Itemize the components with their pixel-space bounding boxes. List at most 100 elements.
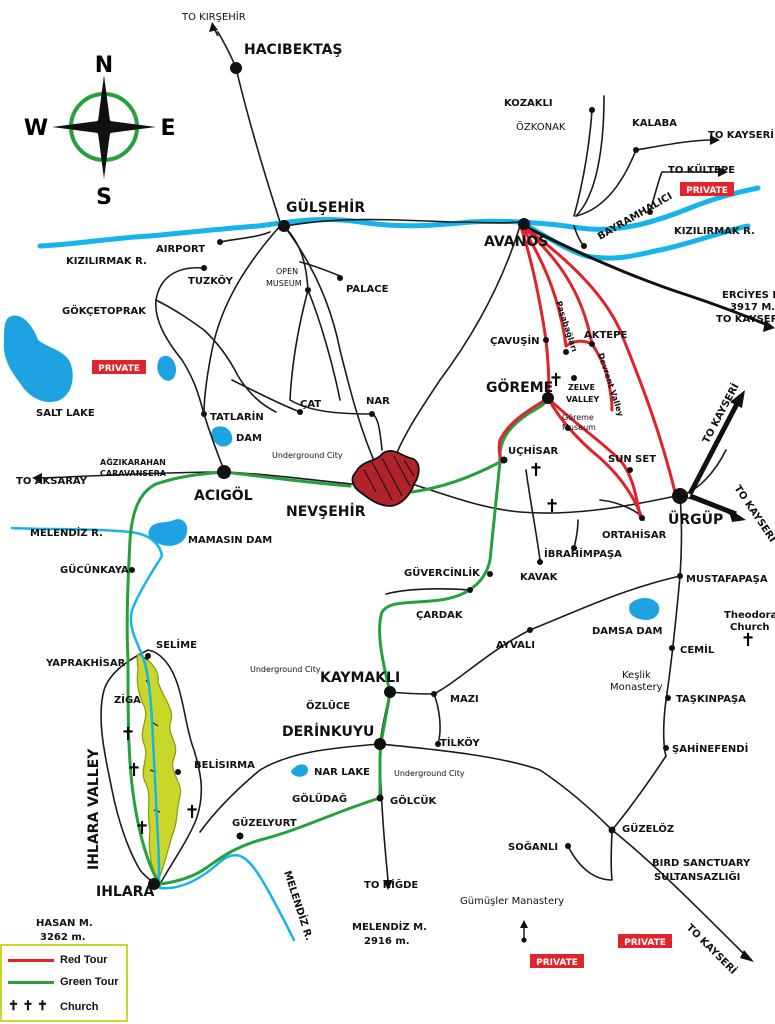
compass: N S W E (24, 53, 176, 210)
road-tuzkoy (155, 266, 205, 415)
label-to-kayseri-2: TO KAYSERİ (716, 311, 775, 325)
label-nevsehir: NEVŞEHİR (286, 503, 366, 520)
road-kavak (525, 469, 541, 561)
label-melendiz-1: MELENDİZ R. (30, 525, 103, 539)
label-gucunkaya: GÜCÜNKAYA (60, 562, 129, 576)
label-damsa: DAMSA DAM (592, 626, 662, 637)
label-mamasin: MAMASIN DAM (188, 535, 272, 546)
label-kavak: KAVAK (520, 572, 559, 583)
label-bird-2: SULTANSAZLIĞI (654, 870, 740, 883)
ihlara-valley (100, 649, 203, 885)
kizilirmak-river (37, 185, 761, 249)
red-tour (497, 222, 678, 520)
road-kultepe (649, 171, 721, 213)
label-hacibektas: HACIBEKTAŞ (244, 42, 343, 58)
label-tilkoy: TİLKÖY (440, 735, 480, 749)
label-belisirma: BELİSIRMA (194, 757, 255, 771)
green-tour-uchisar-cardak (378, 460, 502, 694)
label-cat: ÇAT (300, 399, 321, 410)
label-theodora-1: Theodora (724, 610, 775, 621)
label-sunset: SUN SET (608, 454, 656, 465)
red-tour-uchisar-ortahisar (546, 396, 644, 520)
private-badge: PRIVATE (624, 938, 666, 948)
label-erciyes-1: ERCİYES M. (722, 287, 775, 301)
city-dot-acigol (217, 465, 231, 479)
label-bird-1: BIRD SANCTUARY (652, 858, 751, 869)
road-acigol-aksaray (39, 471, 225, 479)
label-goreme-museum-2: Museum (562, 423, 596, 432)
road-hacibektas-gulsehir (235, 67, 281, 223)
church-icon: ✝ (544, 496, 559, 517)
road-kaymakli-mazi (389, 691, 441, 745)
church-icon: ✝ (184, 802, 199, 823)
label-kizilirmak-east: KIZILIRMAK R. (674, 226, 755, 237)
private-badge: PRIVATE (98, 364, 140, 374)
salt-lake (3, 315, 73, 403)
city-dot-gulsehir (278, 220, 290, 232)
label-acigol: ACIGÖL (194, 486, 253, 504)
green-tour-nevsehir-uchisar (410, 460, 502, 494)
label-to-aksaray: TO AKSARAY (16, 476, 88, 487)
label-to-kirsehir: TO KIRŞEHİR (181, 10, 246, 23)
compass-north: N (95, 53, 113, 78)
road-gulsehir-avanos (285, 218, 521, 227)
arrow-kayseri-ne-icon (687, 396, 743, 496)
road-cat-loop (231, 379, 301, 413)
label-melendiz-2: MELENDİZ R. (281, 869, 317, 943)
label-kizilirmak-west: KIZILIRMAK R. (66, 256, 147, 267)
red-tour-avanos-pasabag (518, 222, 568, 348)
green-tour-ihlara-acigol (125, 470, 226, 886)
label-zelve-1: ZELVE (568, 383, 595, 392)
compass-east: E (160, 116, 175, 141)
label-avanos: AVANOS (484, 234, 548, 250)
legend-green-line (8, 980, 54, 984)
road-mustafapasa-south (611, 575, 681, 831)
road-urgup-mustafapasa (679, 495, 683, 577)
label-guzeloz: GÜZELÖZ (622, 821, 674, 835)
label-palace: PALACE (346, 284, 389, 295)
church-icon: ✝ (548, 370, 563, 391)
red-tour-avanos-devrent (518, 222, 678, 498)
road-nevsehir-urgup (411, 483, 677, 514)
legend: Red Tour Green Tour ✝ ✝ ✝Church (0, 944, 128, 1022)
label-guzelyurt: GÜZELYURT (232, 815, 297, 829)
label-selime: SELİME (156, 637, 197, 651)
label-sahinefendi: ŞAHİNEFENDİ (672, 741, 748, 755)
legend-green-label: Green Tour (60, 976, 119, 988)
road-open-museum-loop (289, 289, 341, 401)
label-gokcetoprak: GÖKÇETOPRAK (62, 303, 147, 317)
label-golcuk: GÖLCÜK (390, 793, 438, 807)
label-uchisar: UÇHİSAR (508, 443, 558, 457)
legend-red-label: Red Tour (60, 954, 108, 966)
label-tuzkoy: TUZKÖY (188, 273, 234, 287)
tatlarin-dam-lake (211, 426, 233, 447)
compass-south: S (96, 185, 112, 210)
green-tour-golcuk-ihlara (158, 796, 382, 886)
label-airport: AIRPORT (156, 244, 205, 255)
label-soganli: SOĞANLI (508, 840, 558, 853)
road-kayseri-north (635, 139, 713, 151)
label-kaymakli: KAYMAKLI (320, 670, 400, 686)
church-icon: ✝ (126, 760, 141, 781)
road-kalaba (575, 149, 637, 217)
private-badge: PRIVATE (686, 186, 728, 196)
mamasin-dam-lake (148, 519, 188, 546)
label-keslik-1: Keşlik (622, 670, 651, 681)
label-goreme: GÖREME (486, 378, 553, 396)
road-kirsehir-hacibektas (217, 31, 237, 69)
arrow-kayseri-se-icon (689, 493, 737, 517)
city-dot-derinkuyu (374, 738, 386, 750)
road-avanos-nevsehir (391, 225, 521, 467)
label-keslik-2: Monastery (610, 682, 663, 693)
label-dam: DAM (236, 433, 262, 444)
nevsehir-city-area (351, 450, 420, 507)
road-kozakli (575, 95, 605, 217)
label-cardak: ÇARDAK (416, 610, 464, 621)
label-yaprakhisar: YAPRAKHİSAR (45, 655, 126, 669)
label-nar-lake: NAR LAKE (314, 767, 370, 778)
legend-church-label: Church (60, 1001, 99, 1013)
nevsehir-city (351, 450, 420, 507)
arrow-kultepe-icon (718, 167, 728, 177)
label-to-kayseri-4: TO KAYSERİ (732, 482, 775, 545)
label-open-museum-2: MUSEUM (266, 279, 302, 288)
